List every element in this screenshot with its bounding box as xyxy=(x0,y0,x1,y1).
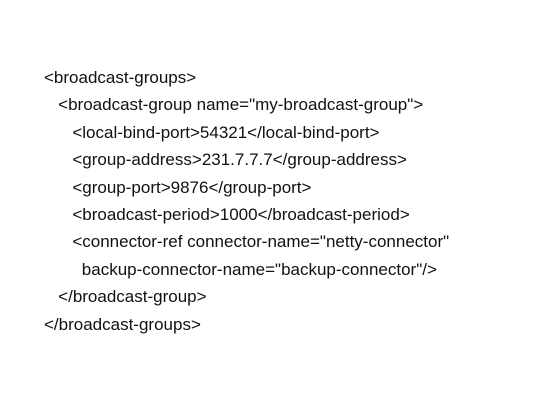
code-line-broadcast-period: <broadcast-period>1000</broadcast-period… xyxy=(44,204,410,224)
code-line-broadcast-groups-open: <broadcast-groups> xyxy=(44,68,197,87)
xml-code-block: <broadcast-groups> <broadcast-group name… xyxy=(44,64,449,338)
code-line-group-port: <group-port>9876</group-port> xyxy=(44,177,312,197)
code-line-backup-connector: backup-connector-name="backup-connector"… xyxy=(44,259,437,279)
code-line-group-address: <group-address>231.7.7.7</group-address> xyxy=(44,150,407,170)
code-line-broadcast-group-open: <broadcast-group name="my-broadcast-grou… xyxy=(44,95,424,115)
code-line-broadcast-group-close: </broadcast-group> xyxy=(44,287,207,307)
code-line-broadcast-groups-close: </broadcast-groups> xyxy=(44,314,201,334)
code-line-local-bind-port: <local-bind-port>54321</local-bind-port> xyxy=(44,122,380,142)
code-line-connector-ref: <connector-ref connector-name="netty-con… xyxy=(44,232,450,252)
